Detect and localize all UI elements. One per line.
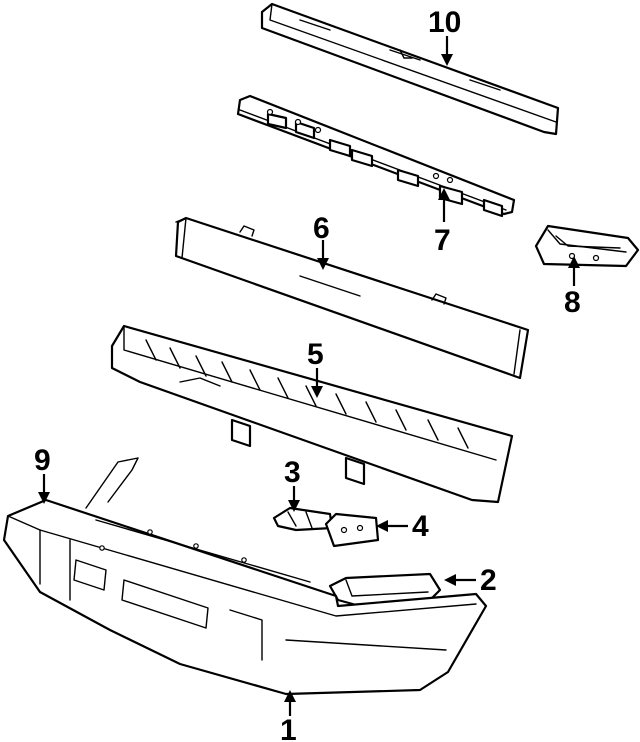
callout-6: 6: [313, 212, 330, 245]
callout-3: 3: [284, 456, 301, 489]
callout-2: 2: [480, 564, 497, 597]
part-6-energy-absorber: [174, 216, 530, 380]
callout-labels: 10 7 6 8 5 9 3 4 2 1: [34, 6, 581, 742]
callout-4: 4: [412, 510, 429, 543]
part-4-plate: [324, 512, 380, 548]
callout-8: 8: [564, 286, 581, 319]
part-8-corner-bracket: [534, 224, 640, 268]
part-10-upper-reinforcement: [260, 2, 560, 136]
callout-5: 5: [307, 338, 324, 371]
callout-10: 10: [428, 6, 461, 39]
callout-1: 1: [280, 714, 297, 742]
leader-lines: [38, 36, 580, 716]
callout-7: 7: [434, 224, 451, 257]
part-1-bumper-cover: [2, 457, 488, 696]
part-7-mounting-rail: [236, 94, 516, 218]
part-5-impact-absorber: [110, 324, 514, 504]
part-2-side-bracket: [328, 572, 442, 608]
callout-9: 9: [34, 444, 51, 477]
part-3-bracket: [272, 506, 334, 532]
